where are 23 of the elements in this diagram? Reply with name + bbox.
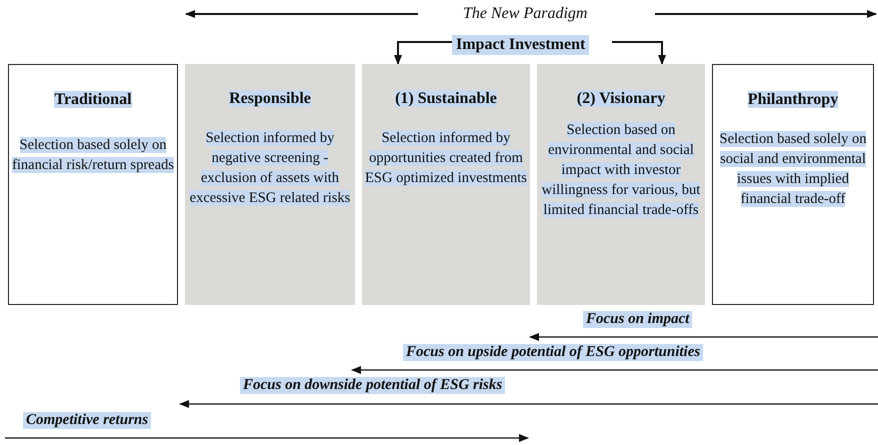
range-label: The New Paradigm [462,5,588,23]
heading-text: Impact Investment [452,35,590,55]
box-description: Selection based solely on social and environmental issues with implied financial trade-off [718,130,868,209]
box-title: (1) Sustainable [395,90,497,108]
category-box [712,64,874,305]
focus-label: Competitive returns [23,412,152,429]
box-title: Responsible [229,90,311,108]
box-description: Selection based on environmental and social impact with investor willingness for various, but limited financial trade-offs [540,121,702,220]
box-title: Philanthropy [748,91,838,109]
category-box [537,64,705,305]
box-title: Traditional [54,91,132,109]
category-box [362,64,530,305]
box-description: Selection based solely on financial risk/return spreads [12,136,174,175]
category-box [8,64,178,305]
focus-label: Focus on downside potential of ESG risks [240,377,506,394]
category-box [185,64,355,305]
box-description: Selection informed by negative screening - exclusion of assets with excessive ESG related risks [188,129,352,208]
elbow-arrow [394,41,452,65]
elbow-arrow [612,41,666,65]
focus-label: Focus on impact [583,311,692,328]
focus-label: Focus on upside potential of ESG opportunities [403,344,704,361]
box-title: (2) Visionary [576,90,666,108]
box-description: Selection informed by opportunities created from ESG optimized investments [365,129,527,188]
